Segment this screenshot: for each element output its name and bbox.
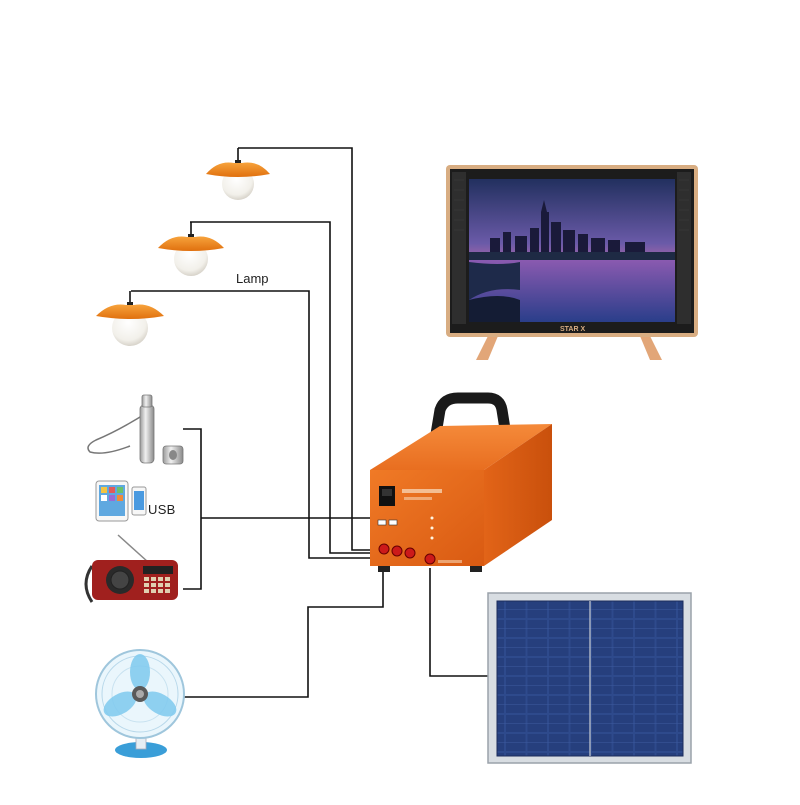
solar-panel-icon <box>487 592 692 764</box>
flashlight-icon <box>87 394 184 465</box>
usb-wire <box>201 517 381 525</box>
solar-wire <box>429 568 490 677</box>
pendant-lamp-icon <box>206 148 270 200</box>
usb-label: USB <box>148 502 176 517</box>
tablet-phone-icon <box>95 480 147 522</box>
lamp-1-wire <box>238 147 386 551</box>
fan-wire <box>180 568 384 698</box>
lamp-2-wire <box>190 221 400 554</box>
usb-bracket-wire <box>183 428 202 590</box>
power-box-icon <box>370 392 552 572</box>
desk-fan-icon <box>95 649 185 758</box>
tv-brand: STAR X <box>560 326 585 333</box>
radio-icon <box>84 534 178 603</box>
lamp-3-wire <box>131 290 412 559</box>
pendant-lamp-icon <box>96 291 164 346</box>
television-icon: STAR X <box>446 165 698 360</box>
pendant-lamp-icon <box>158 222 224 276</box>
lamp-label: Lamp <box>236 271 269 286</box>
